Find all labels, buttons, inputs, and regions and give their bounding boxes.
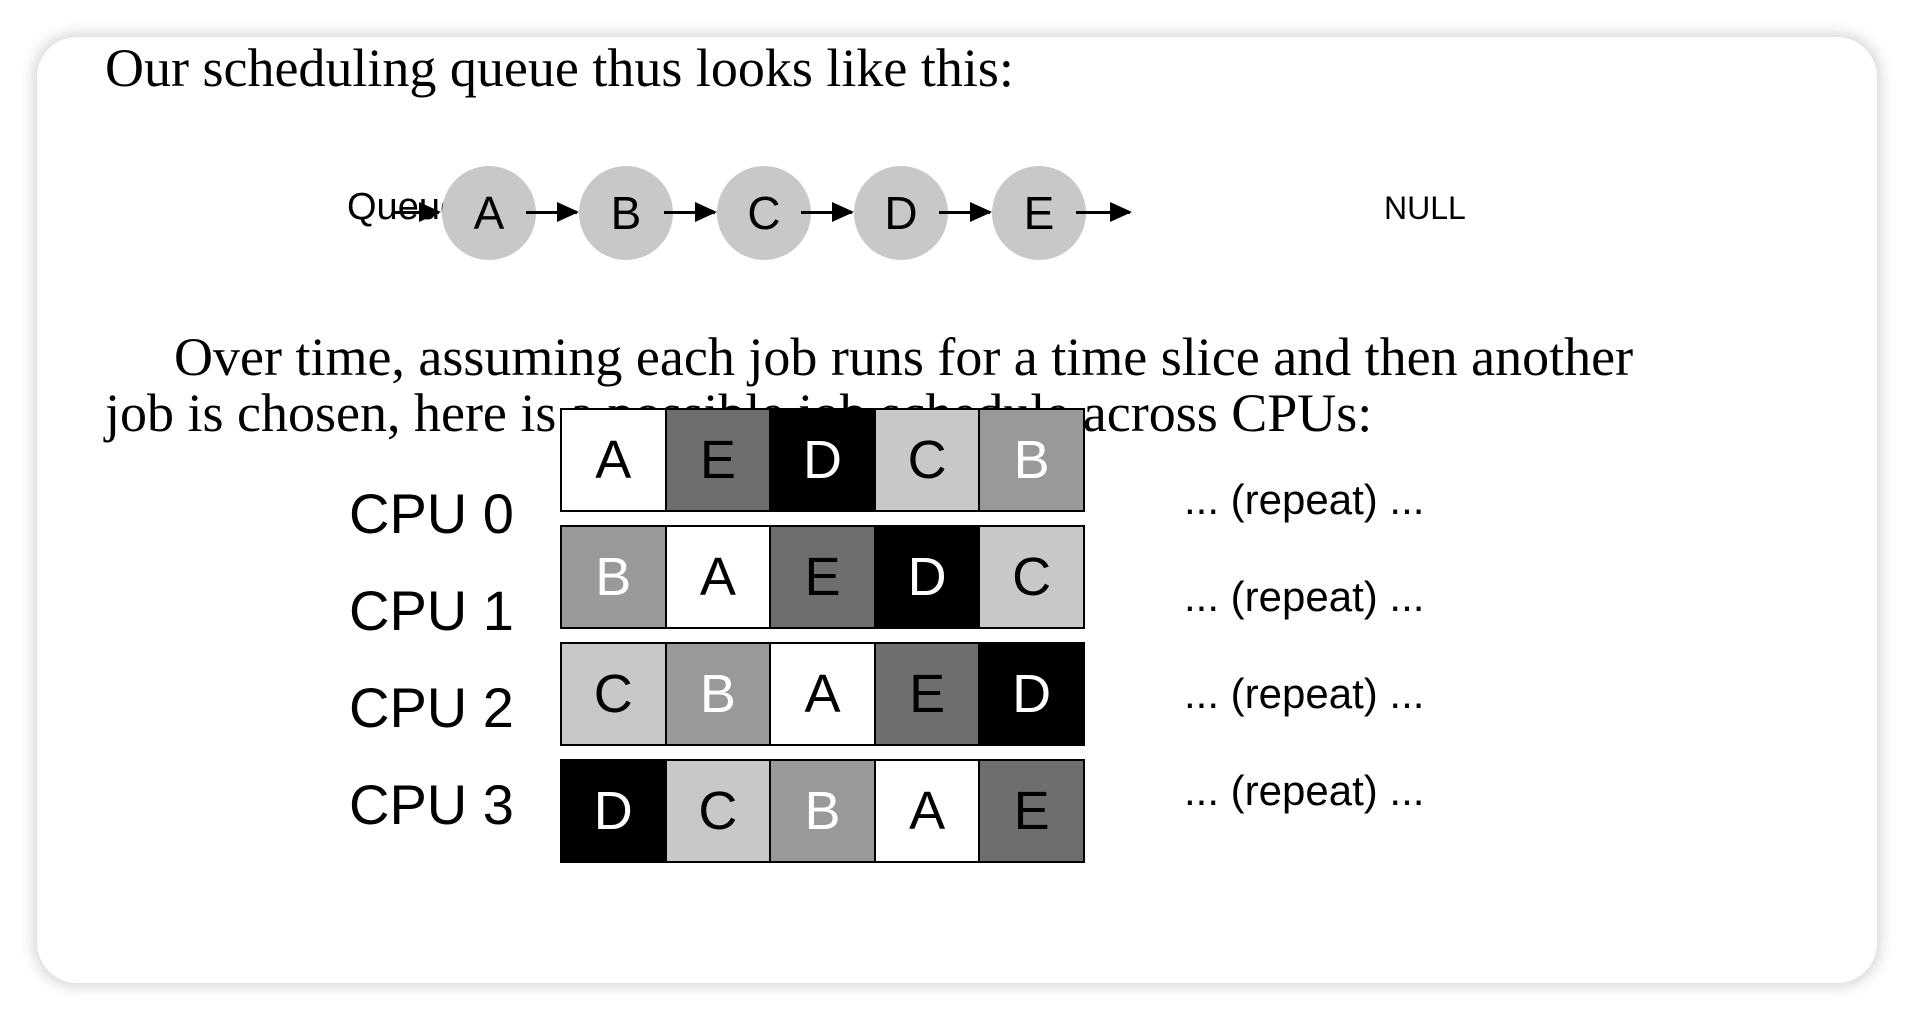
job-cell: B: [769, 761, 874, 861]
intro-text: Our scheduling queue thus looks like thi…: [105, 38, 1014, 98]
queue-arrow: [392, 202, 441, 222]
queue-arrow: [1076, 202, 1132, 222]
job-cell: B: [562, 527, 665, 627]
cpu-label: CPU 0: [349, 482, 514, 545]
queue-arrow: [664, 202, 717, 222]
queue-node: D: [854, 166, 948, 260]
queue-null-label: NULL: [1384, 190, 1466, 226]
queue-node: B: [579, 166, 673, 260]
job-cell: E: [664, 410, 770, 510]
content-card: Our scheduling queue thus looks like thi…: [37, 37, 1877, 983]
queue-node: A: [442, 166, 536, 260]
job-cell: D: [873, 527, 979, 627]
job-cell: E: [873, 644, 979, 744]
repeat-label: ... (repeat) ...: [1184, 767, 1425, 814]
repeat-label: ... (repeat) ...: [1184, 670, 1425, 717]
job-cell: A: [562, 410, 665, 510]
cpu-label: CPU 3: [349, 773, 514, 836]
repeat-label: ... (repeat) ...: [1184, 573, 1425, 620]
queue-arrow: [801, 202, 854, 222]
job-cell: C: [873, 410, 979, 510]
job-cell: A: [664, 527, 770, 627]
job-cell: D: [769, 410, 874, 510]
job-cell: C: [562, 644, 665, 744]
job-cell: A: [769, 644, 874, 744]
queue-arrow: [526, 202, 579, 222]
paragraph-line-1: Over time, assuming each job runs for a …: [174, 327, 1634, 387]
job-cell: D: [978, 644, 1083, 744]
job-cell: E: [769, 527, 874, 627]
queue-node: E: [992, 166, 1086, 260]
job-cell: B: [978, 410, 1083, 510]
job-cell: B: [664, 644, 770, 744]
job-cell: C: [978, 527, 1083, 627]
cpu-label: CPU 2: [349, 676, 514, 739]
queue-node: C: [717, 166, 811, 260]
job-cell: A: [873, 761, 979, 861]
cpu-label: CPU 1: [349, 579, 514, 642]
job-cell: C: [664, 761, 770, 861]
job-cell: E: [978, 761, 1083, 861]
repeat-label: ... (repeat) ...: [1184, 476, 1425, 523]
job-cell: D: [562, 761, 665, 861]
queue-arrow: [939, 202, 992, 222]
